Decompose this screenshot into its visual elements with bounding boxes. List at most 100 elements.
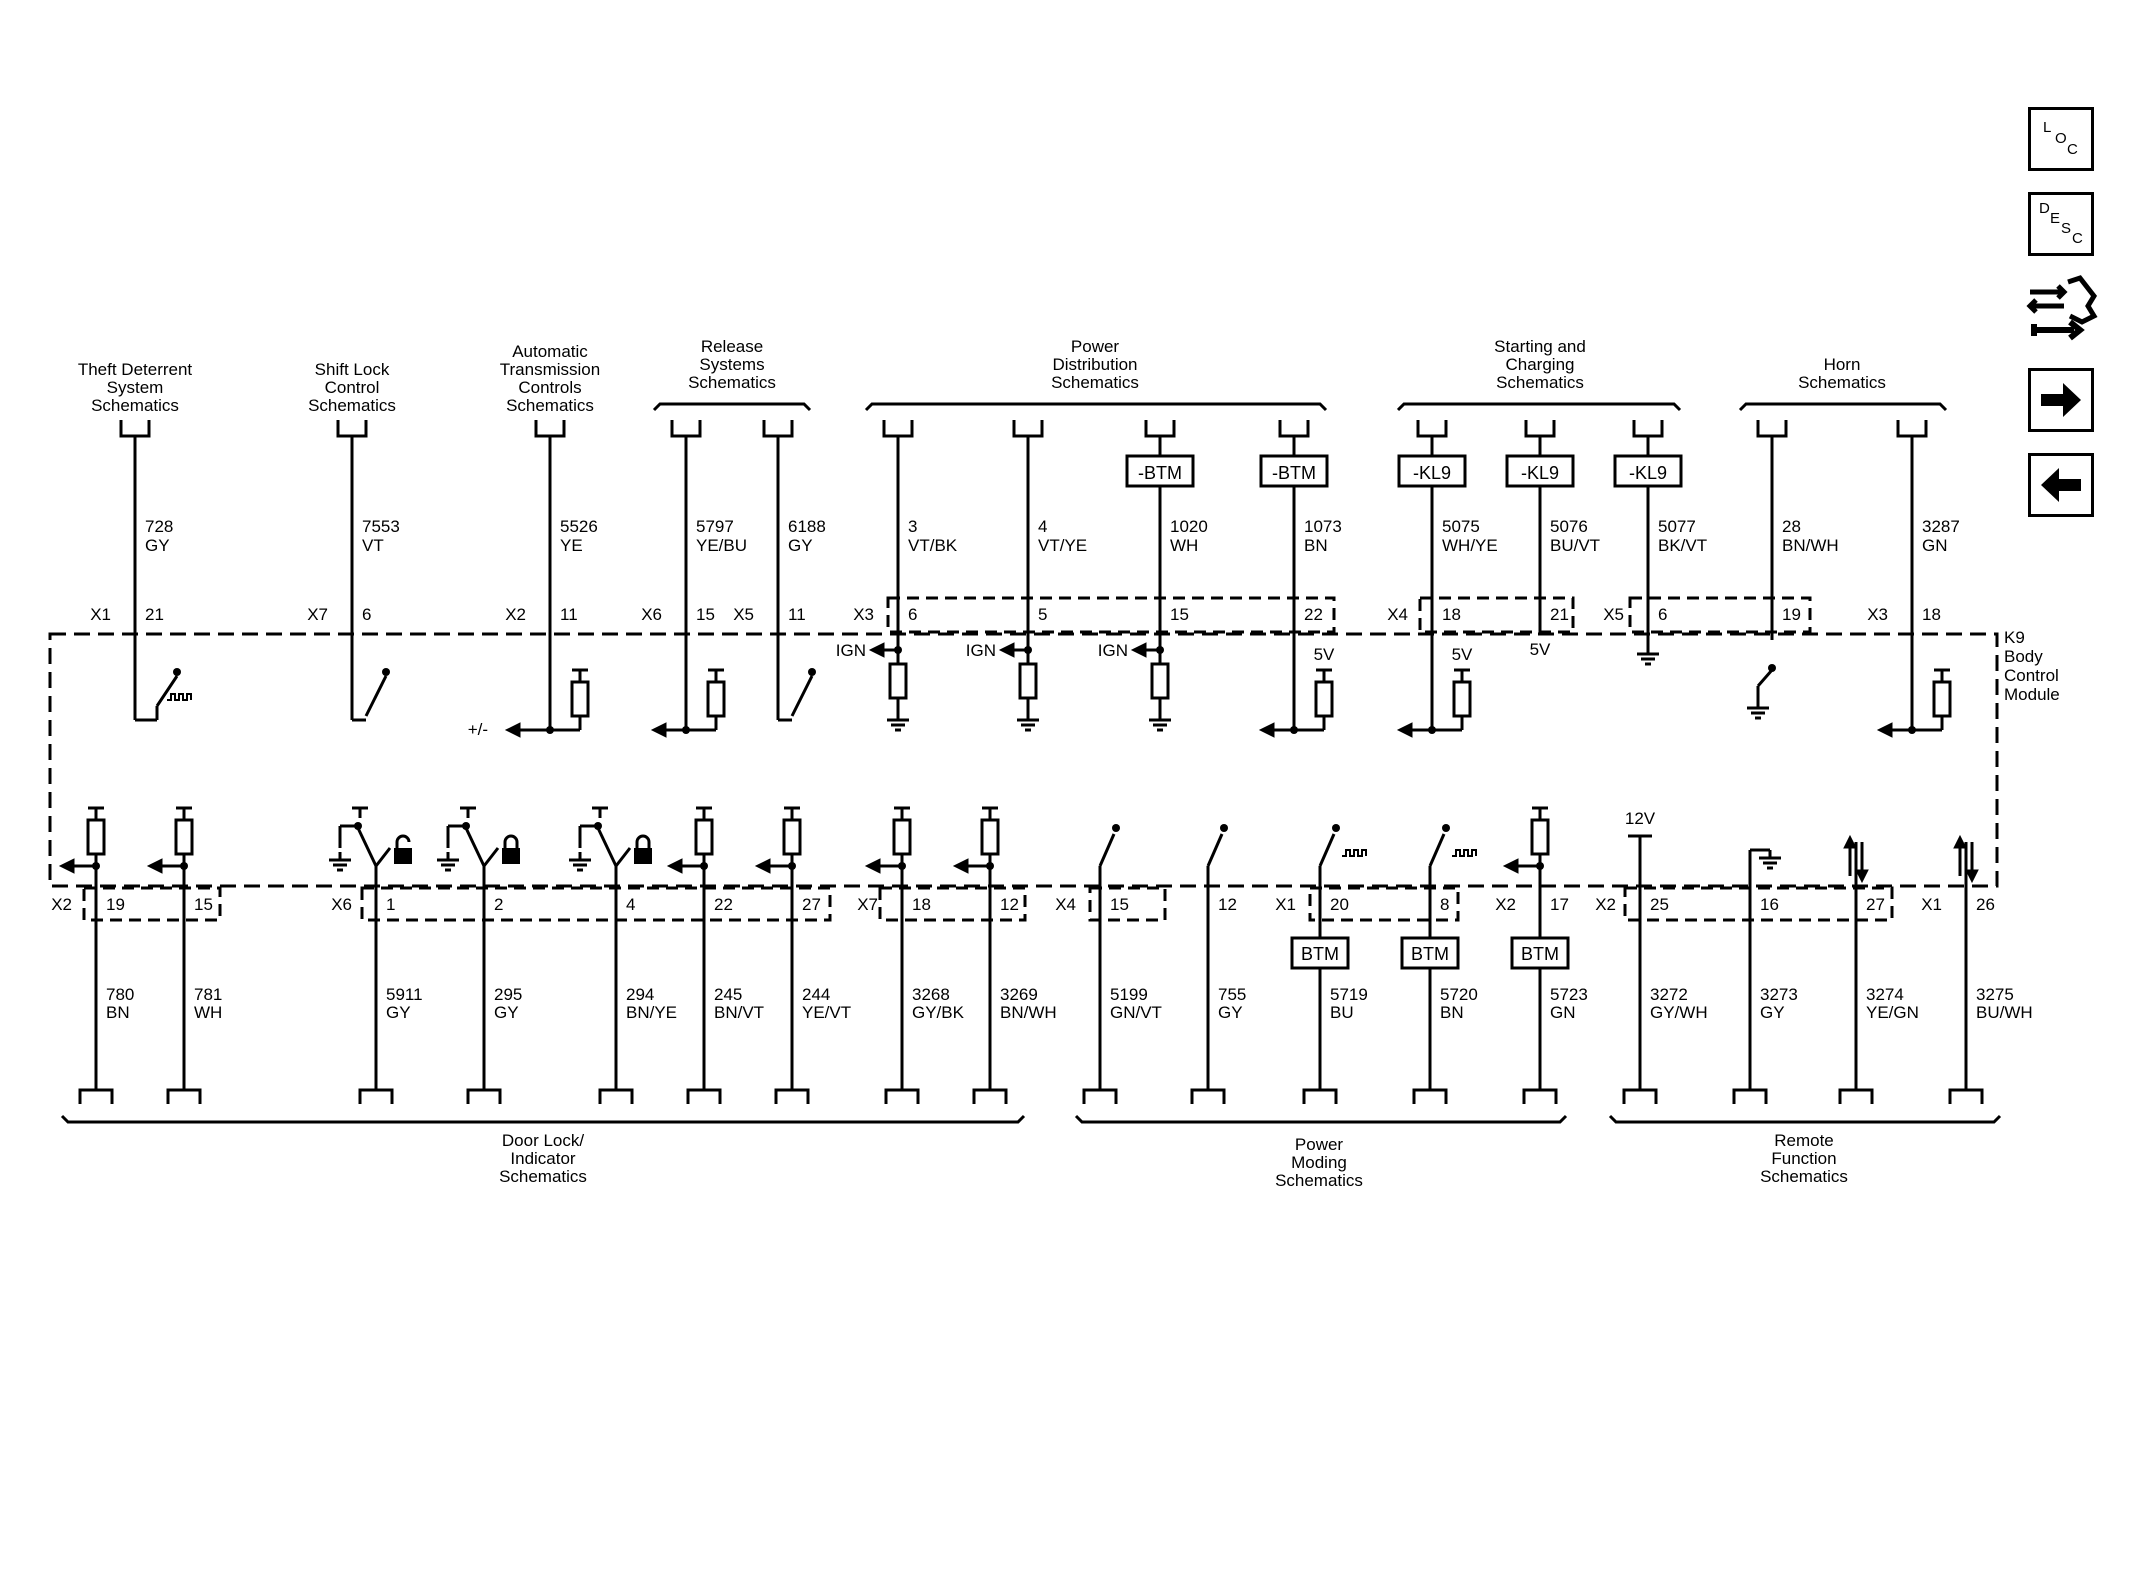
desc-letter-e: E [2050,210,2061,227]
next-button[interactable] [2028,368,2094,432]
resistor [782,818,802,856]
junction-dot [1112,824,1120,832]
loc-button[interactable]: L O C [2028,107,2094,171]
5v-label: 5V [1452,645,1473,664]
wire-color: WH [1170,536,1198,555]
ign-label: IGN [1098,641,1128,660]
circuit-number: 1073 [1304,517,1342,536]
connector-id: X6 [641,605,662,624]
top-group-label: Charging [1506,355,1575,374]
fuse-box-label: -KL9 [1629,463,1667,483]
junction-dot [1332,824,1340,832]
service-info-icon[interactable] [2024,272,2100,346]
circuit-number: 3275 [1976,985,2014,1004]
pin-number: 22 [714,895,733,914]
arrow-icon [864,858,881,874]
pin-number: 12 [1218,895,1237,914]
circuit-number: 755 [1218,985,1246,1004]
connector-group-outline [1308,886,1460,922]
top-group-label: Transmission [500,360,600,379]
bottom-group-label: Schematics [499,1167,587,1186]
bottom-group-label: Door Lock/ [502,1131,584,1150]
junction-dot [382,668,390,676]
loc-letter-c: C [2067,141,2078,158]
pin-number: 21 [1550,605,1569,624]
connector-group-outline [1628,596,1812,634]
circuit-number: 4 [1038,517,1047,536]
circuit-number: 3272 [1650,985,1688,1004]
circuit-number: 5723 [1550,985,1588,1004]
arrow-icon [1396,722,1413,738]
pin-number: 26 [1976,895,1995,914]
wire-lines [48,596,1999,922]
top-group-label: Automatic [512,342,588,361]
desc-letter-s: S [2061,220,2072,237]
connector-id: X7 [307,605,328,624]
fuse-box-label: BTM [1411,944,1449,964]
module-desc-1: Body [2004,647,2043,666]
arrow-icon [650,722,667,738]
pin-number: 6 [362,605,371,624]
junction-dot [1768,664,1776,672]
connector-id: X2 [1495,895,1516,914]
wire-color: YE/GN [1866,1003,1919,1022]
ground-icon [1637,646,1659,666]
arrow-icon [754,858,771,874]
top-group-label: Horn [1824,355,1861,374]
wire-color: WH [194,1003,222,1022]
bottom-group-label: Schematics [1760,1167,1848,1186]
connector-id: X1 [1275,895,1296,914]
fuse-box [1613,454,1683,488]
ground-icon [1759,850,1781,870]
arrow-icon [868,642,885,658]
resistor [1150,662,1170,700]
circuit-number: 244 [802,985,830,1004]
connector-group-outline [886,596,1336,634]
circuit-number: 728 [145,517,173,536]
wire-color: VT [362,536,384,555]
circuit-number: 5720 [1440,985,1478,1004]
arrow-icon [58,858,75,874]
connector-id: X4 [1387,605,1408,624]
junction-dot [808,668,816,676]
pin-number: 19 [1782,605,1801,624]
circuit-number: 5719 [1330,985,1368,1004]
wire-color: BK/VT [1658,536,1707,555]
arrow-right-icon [2041,383,2081,417]
top-group-label: Release [701,337,763,356]
desc-button[interactable]: D E S C [2028,192,2094,256]
circuit-number: 3287 [1922,517,1960,536]
circuit-number: 3268 [912,985,950,1004]
resistor [174,818,194,856]
wire-color: GY [1760,1003,1785,1022]
connector-id: X2 [505,605,526,624]
resistor [1314,680,1334,718]
connector-group-outline [1088,886,1167,922]
module-desc-3: Module [2004,685,2060,704]
pin-number: 18 [912,895,931,914]
arrow-icon [666,858,683,874]
circuit-number: 781 [194,985,222,1004]
fuse-box-label: -BTM [1272,463,1316,483]
previous-button[interactable] [2028,453,2094,517]
resistor [892,818,912,856]
connector-id: X3 [1867,605,1888,624]
top-group-label: System [107,378,164,397]
bottom-group-label: Indicator [510,1149,576,1168]
wire-color: VT/BK [908,536,958,555]
fuse-box [1400,936,1460,970]
circuit-number: 6188 [788,517,826,536]
